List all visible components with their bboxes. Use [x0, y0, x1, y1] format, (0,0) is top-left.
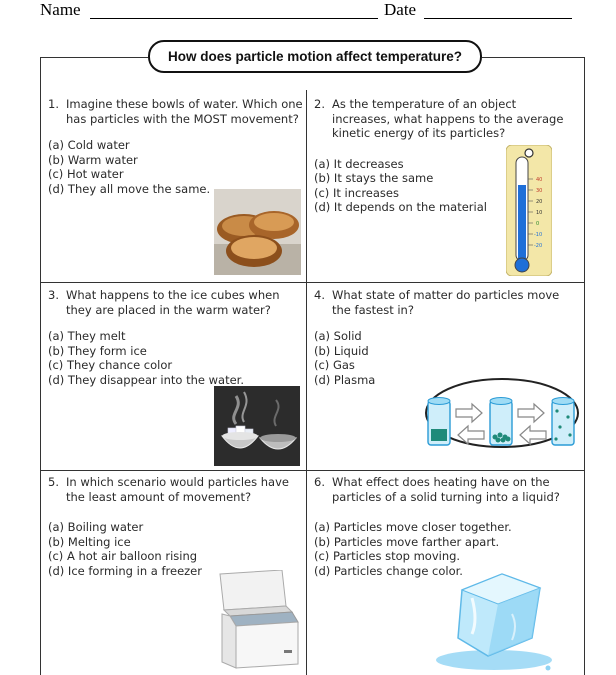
frame-left: [40, 57, 41, 675]
question-number: 4.: [314, 288, 325, 302]
option-a[interactable]: (a) Solid: [314, 329, 362, 343]
scale-label: -10: [534, 232, 542, 238]
option-b[interactable]: (b) Warm water: [48, 152, 138, 167]
steaming-bowls-image: [214, 386, 300, 466]
scale-label: 10: [536, 210, 542, 216]
option-c[interactable]: (c) It increases: [314, 185, 399, 200]
question-2: 2. As the temperature of an object increa…: [314, 97, 576, 215]
header: Name Date: [0, 0, 616, 26]
option-c[interactable]: (c) Particles stop moving.: [314, 549, 461, 563]
scale-label: 20: [536, 199, 542, 205]
option-b[interactable]: (b) Liquid: [314, 343, 369, 358]
option-b[interactable]: (b) Melting ice: [48, 534, 131, 549]
question-text: What effect does heating have on the par…: [332, 475, 560, 504]
option-a[interactable]: (a) Particles move closer together.: [314, 520, 512, 534]
question-5: 5. In which scenario would particles have…: [48, 475, 303, 578]
frame-right: [584, 57, 585, 675]
freezer-image: [219, 570, 299, 669]
question-number: 5.: [48, 475, 59, 489]
date-line[interactable]: [424, 18, 572, 19]
option-d[interactable]: (d) They disappear into the water.: [48, 372, 244, 387]
bowls-of-water-image: [214, 189, 301, 275]
question-text: Imagine these bowls of water. Which one …: [66, 97, 303, 126]
row-divider-2: [40, 470, 584, 471]
row-divider-1: [40, 282, 584, 283]
thermometer-image: 40 30 20 10 0 -10 -20: [506, 145, 552, 276]
option-d[interactable]: (d) They all move the same.: [48, 181, 211, 196]
question-text: In which scenario would particles have t…: [66, 475, 289, 504]
states-of-matter-diagram: [425, 378, 579, 448]
frame-top-right: [482, 57, 584, 58]
melting-ice-cube-image: [436, 573, 552, 671]
option-c[interactable]: (c) A hot air balloon rising: [48, 549, 198, 563]
name-line[interactable]: [90, 18, 378, 19]
option-c[interactable]: (c) They chance color: [48, 358, 173, 372]
option-d[interactable]: (d) Particles change color.: [314, 563, 463, 578]
option-a[interactable]: (a) It decreases: [314, 156, 404, 171]
frame-top-left: [40, 57, 148, 58]
question-number: 3.: [48, 288, 59, 302]
question-4: 4. What state of matter do particles move…: [314, 288, 576, 387]
option-a[interactable]: (a) Cold water: [48, 138, 130, 152]
option-a[interactable]: (a) They melt: [48, 329, 126, 343]
column-divider: [306, 90, 307, 675]
question-number: 6.: [314, 475, 325, 489]
date-label: Date: [384, 0, 417, 19]
question-number: 2.: [314, 97, 325, 111]
option-b[interactable]: (b) They form ice: [48, 343, 147, 358]
scale-label: 30: [536, 188, 542, 194]
question-number: 1.: [48, 97, 59, 111]
question-text: What happens to the ice cubes when they …: [66, 288, 280, 317]
question-3: 3. What happens to the ice cubes when the…: [48, 288, 303, 387]
option-d[interactable]: (d) It depends on the material: [314, 200, 487, 214]
option-d[interactable]: (d) Ice forming in a freezer: [48, 563, 202, 578]
scale-label: 0: [536, 221, 539, 227]
name-label: Name: [40, 0, 81, 19]
worksheet-title: How does particle motion affect temperat…: [148, 40, 482, 73]
question-1: 1. Imagine these bowls of water. Which on…: [48, 97, 303, 196]
option-c[interactable]: (c) Gas: [314, 358, 355, 372]
option-c[interactable]: (c) Hot water: [48, 167, 124, 181]
question-text: As the temperature of an object increase…: [332, 97, 564, 140]
option-b[interactable]: (b) It stays the same: [314, 171, 434, 185]
scale-label: 40: [536, 177, 542, 183]
scale-label: -20: [534, 243, 542, 249]
question-6: 6. What effect does heating have on the p…: [314, 475, 576, 578]
option-a[interactable]: (a) Boiling water: [48, 520, 144, 534]
question-text: What state of matter do particles move t…: [332, 288, 560, 317]
option-d[interactable]: (d) Plasma: [314, 372, 376, 387]
option-b[interactable]: (b) Particles move farther apart.: [314, 534, 500, 549]
